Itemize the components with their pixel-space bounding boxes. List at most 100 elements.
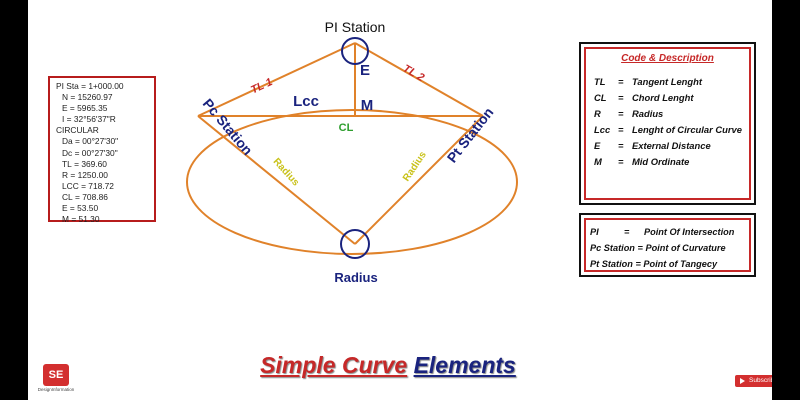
radius-bottom-label: Radius [334, 270, 377, 285]
subscribe-label: Subscribe [749, 377, 772, 384]
definition-row: PI = Point Of Intersection [590, 224, 745, 240]
data-key: Da [62, 136, 73, 147]
definition-key: PI [590, 227, 599, 237]
data-row: M = 51.30 [56, 214, 150, 225]
definitions-inner: PI=Point Of Intersection Pc Station = Po… [584, 218, 751, 272]
code-description: Mid Ordinate [632, 156, 690, 167]
code-key: M [594, 156, 602, 167]
data-key: TL [62, 158, 72, 169]
code-description-title: Code & Description [621, 53, 714, 64]
data-value: = 00°27'30" [75, 136, 119, 147]
data-key: R [62, 169, 69, 180]
pi-station-label: PI Station [325, 19, 386, 35]
subscribe-button[interactable]: Subscribe [735, 375, 772, 387]
slide: PI Station TL 1 TL 2 E M Lcc CL Pc Stati… [28, 0, 772, 400]
code-row: Lcc = Lenght of Circular Curve [592, 122, 743, 138]
channel-logo: SE DesignInformation [34, 364, 78, 396]
code-description: Radius [632, 108, 664, 119]
equals-sign: = [618, 108, 624, 119]
title-part-blue: Elements [413, 352, 516, 378]
definition-value: Point Of Intersection [644, 227, 735, 237]
lcc-label: Lcc [293, 93, 319, 110]
data-row: CL = 708.86 [56, 192, 150, 203]
code-key: E [594, 140, 601, 151]
data-key: N [62, 92, 69, 103]
code-description: Chord Lenght [632, 92, 694, 103]
data-value: = 1+000.00 [81, 81, 124, 91]
definition-key: Pt Station [590, 259, 633, 269]
code-description-inner: Code & Description TL=Tangent Lenght CL=… [584, 47, 751, 200]
data-key: PI Sta [56, 81, 79, 91]
pi-marker [341, 37, 369, 65]
definition-key: Pc Station [590, 243, 635, 253]
data-key: CL [62, 191, 73, 202]
slide-title: Simple Curve Elements [228, 352, 548, 379]
data-row: E = 5965.35 [56, 103, 150, 114]
code-row: CL = Chord Lenght [592, 90, 743, 106]
definition-value: Point of Tangecy [643, 259, 718, 269]
data-row: Da = 00°27'30" [56, 136, 150, 147]
data-key: E [62, 203, 68, 214]
definition-row: Pc Station = Point of Curvature [590, 240, 745, 256]
play-icon [740, 378, 745, 384]
code-row: E = External Distance [592, 138, 743, 154]
radius-line-left [197, 115, 356, 245]
tangent-line-2 [354, 42, 484, 117]
data-key: I [62, 114, 65, 125]
definition-value: Point of Curvature [645, 243, 726, 253]
data-value: = 15260.97 [70, 92, 113, 103]
data-value: = 5965.35 [69, 103, 108, 114]
data-value: = 1250.00 [70, 169, 108, 180]
equals-sign: = [618, 140, 624, 151]
data-value: = 51.30 [71, 214, 100, 225]
equals-sign: = [618, 124, 624, 135]
equals-sign: = [624, 227, 630, 237]
data-value: = 708.86 [75, 191, 108, 202]
code-row: M = Mid Ordinate [592, 154, 743, 170]
curve-diagram: PI Station TL 1 TL 2 E M Lcc CL Pc Stati… [186, 19, 518, 285]
data-row: E = 53.50 [56, 203, 150, 214]
code-key: TL [594, 76, 606, 87]
logo-caption: DesignInformation [37, 387, 75, 392]
code-key: CL [594, 92, 607, 103]
curve-data-box: PI Sta = 1+000.00 N = 15260.97 E = 5965.… [48, 76, 156, 225]
equals-sign: = [618, 92, 624, 103]
title-part-red: Simple Curve [260, 352, 408, 378]
code-description: External Distance [632, 140, 711, 151]
external-distance-label: E [360, 62, 370, 79]
code-key: R [594, 108, 601, 119]
code-description: Tangent Lenght [632, 76, 702, 87]
logo-mark: SE [43, 364, 69, 386]
data-value: = 369.60 [74, 158, 107, 169]
center-marker [340, 229, 370, 259]
equals-sign: = [635, 259, 641, 269]
code-key: Lcc [594, 124, 611, 135]
data-key: M [62, 214, 69, 225]
data-value: = 32°56'37"R [66, 114, 116, 125]
equals-sign: = [618, 156, 624, 167]
equals-sign: = [637, 243, 643, 253]
data-row: PI Sta = 1+000.00 [56, 81, 150, 92]
definitions-box: PI=Point Of Intersection Pc Station = Po… [579, 213, 756, 277]
code-row: TL=Tangent Lenght [592, 74, 743, 90]
radius-left-label: Radius [271, 156, 302, 188]
pt-station-label: Pt Station [444, 104, 497, 165]
data-row: R = 1250.00 [56, 170, 150, 181]
chord-label: CL [339, 122, 354, 134]
mid-ordinate-label: M [361, 97, 374, 114]
data-row: LCC = 718.72 [56, 181, 150, 192]
circular-curve [186, 109, 518, 255]
data-row: Dc = 00°27'30" [56, 148, 150, 159]
radius-right-label: Radius [401, 149, 429, 183]
data-value: = 718.72 [81, 180, 114, 191]
data-key: E [62, 103, 68, 114]
data-row: I = 32°56'37"R [56, 114, 150, 125]
tl1-label: TL 1 [249, 76, 274, 96]
code-description: Lenght of Circular Curve [632, 124, 742, 135]
code-description-box: Code & Description TL=Tangent Lenght CL=… [579, 42, 756, 205]
data-section-heading: CIRCULAR [56, 125, 99, 136]
data-row: TL = 369.60 [56, 159, 150, 170]
data-row: CIRCULAR [56, 125, 150, 136]
data-row: N = 15260.97 [56, 92, 150, 103]
tangent-line-1 [197, 42, 356, 117]
